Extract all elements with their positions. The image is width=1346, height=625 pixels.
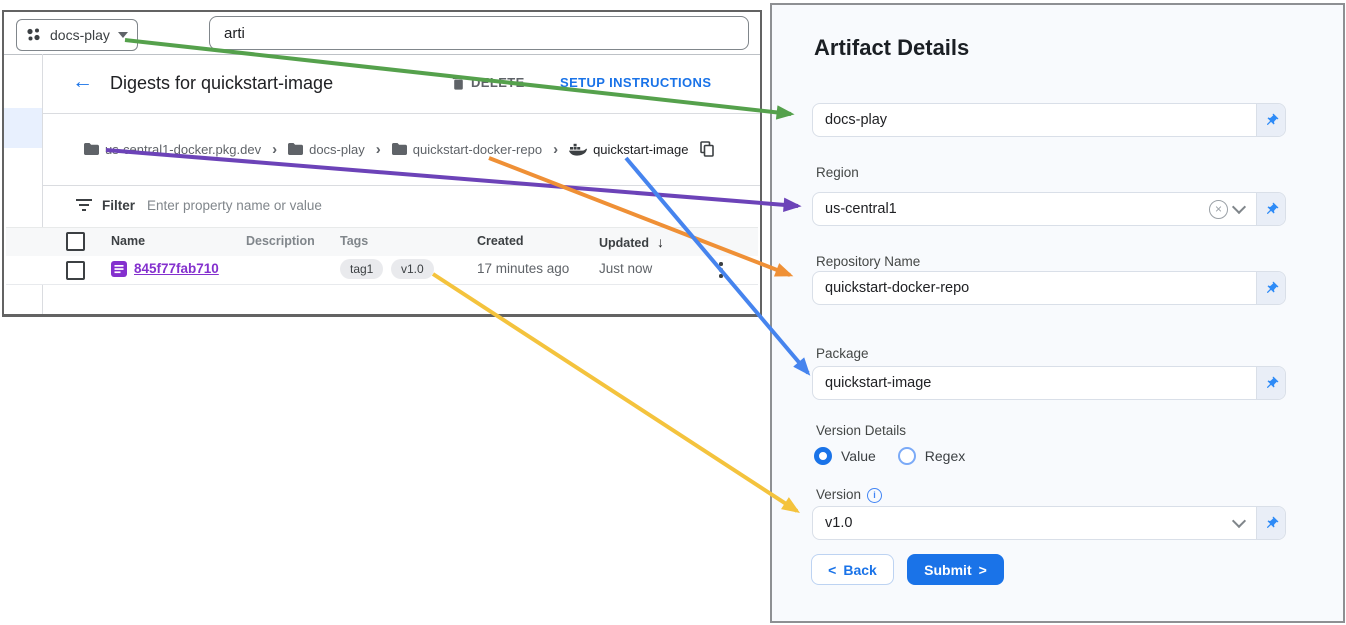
digest-doc-icon [111,261,127,277]
updated-cell: Just now [599,261,653,276]
column-header-description[interactable]: Description [246,234,315,248]
folder-icon [84,143,99,155]
region-input[interactable] [813,201,1209,217]
package-label: Package [816,346,869,361]
table-header-row: Name Description Tags Created Updated↓ [6,227,758,257]
submit-chevron-icon: > [978,561,987,578]
package-input[interactable] [813,375,1256,391]
artifact-details-panel: Artifact Details Region × Repository Nam… [770,3,1345,623]
filter-icon [76,199,92,211]
copy-icon[interactable] [700,141,715,157]
caret-down-icon [117,32,128,38]
version-details-label: Version Details [816,423,907,438]
breadcrumb-registry[interactable]: us-central1-docker.pkg.dev [84,142,261,157]
radio-option-value[interactable]: Value [814,447,876,465]
package-field [812,366,1286,400]
folder-icon [391,143,407,155]
radio-unselected-icon [897,447,916,465]
project-input[interactable] [813,112,1256,128]
console-window: docs-play ← Digests for quickstart-image… [2,10,762,317]
column-header-created[interactable]: Created [477,234,524,248]
pushpin-icon [1266,113,1278,125]
page-title: Digests for quickstart-image [110,73,334,93]
region-label: Region [816,165,859,180]
chevron-down-icon[interactable] [1231,513,1247,529]
pin-button[interactable] [1256,193,1285,225]
breadcrumb-separator-icon: › [272,140,278,158]
folder-icon [288,143,304,155]
repository-label: Repository Name [816,254,921,269]
select-all-checkbox[interactable] [66,232,85,251]
project-cluster-icon [27,28,40,41]
version-field [812,506,1286,540]
back-button-label: Back [843,561,877,578]
delete-button[interactable]: DELETE [452,75,525,90]
pushpin-icon [1266,202,1278,214]
breadcrumb-separator-icon: › [553,140,559,158]
version-details-radio-group: Value Regex [814,447,965,465]
submit-button-label: Submit [924,561,972,578]
table-row: 845f77fab710 tag1 v1.0 17 minutes ago Ju… [6,256,758,285]
sort-desc-icon: ↓ [657,234,664,250]
row-overflow-menu-icon[interactable] [712,259,730,281]
pushpin-icon [1266,516,1278,528]
clear-icon[interactable]: × [1209,199,1228,219]
repository-input[interactable] [813,280,1256,296]
breadcrumb-divider [42,185,760,186]
tag-pill[interactable]: v1.0 [391,259,434,279]
console-search-input[interactable] [209,16,749,50]
radio-selected-icon [814,447,832,465]
chevron-down-icon[interactable] [1231,199,1247,215]
back-arrow-icon[interactable]: ← [72,70,93,93]
region-field: × [812,192,1286,226]
breadcrumb-package[interactable]: quickstart-image [569,142,688,157]
column-header-name[interactable]: Name [111,234,146,248]
repository-field [812,271,1286,305]
row-checkbox[interactable] [66,261,85,280]
pin-button[interactable] [1256,272,1285,304]
breadcrumb: us-central1-docker.pkg.dev › docs-play ›… [84,138,715,160]
setup-instructions-label: SETUP INSTRUCTIONS [560,75,712,90]
filter-input[interactable] [145,196,570,214]
info-icon[interactable]: i [867,488,883,503]
breadcrumb-project[interactable]: docs-play [288,142,365,157]
created-cell: 17 minutes ago [477,261,570,276]
pushpin-icon [1266,376,1278,388]
nav-strip-highlight [4,108,42,148]
version-input[interactable] [813,515,1230,531]
submit-button[interactable]: Submit > [907,554,1004,585]
pin-button[interactable] [1256,367,1285,399]
column-header-updated[interactable]: Updated↓ [599,234,664,250]
delete-label: DELETE [471,75,525,90]
pin-button[interactable] [1256,104,1285,136]
project-selector-dropdown[interactable]: docs-play [16,19,138,51]
form-title: Artifact Details [814,35,970,60]
column-header-tags[interactable]: Tags [340,234,369,248]
header-divider [42,113,760,114]
filter-bar: Filter [76,194,570,216]
radio-option-regex[interactable]: Regex [897,447,965,465]
pushpin-icon [1266,281,1278,293]
pin-button[interactable] [1256,507,1285,539]
trash-icon [452,75,465,90]
docker-image-icon [569,143,588,156]
project-field [812,103,1286,137]
setup-instructions-button[interactable]: SETUP INSTRUCTIONS [560,75,711,90]
tag-pill[interactable]: tag1 [340,259,384,279]
filter-label: Filter [102,197,136,213]
breadcrumb-repository[interactable]: quickstart-docker-repo [391,142,542,157]
back-button[interactable]: < Back [811,554,894,585]
nav-strip-divider [42,54,43,314]
digest-link[interactable]: 845f77fab710 [134,261,219,276]
project-selector-label: docs-play [50,27,110,43]
topbar-divider [4,54,760,55]
back-chevron-icon: < [828,561,837,578]
breadcrumb-separator-icon: › [375,140,381,158]
